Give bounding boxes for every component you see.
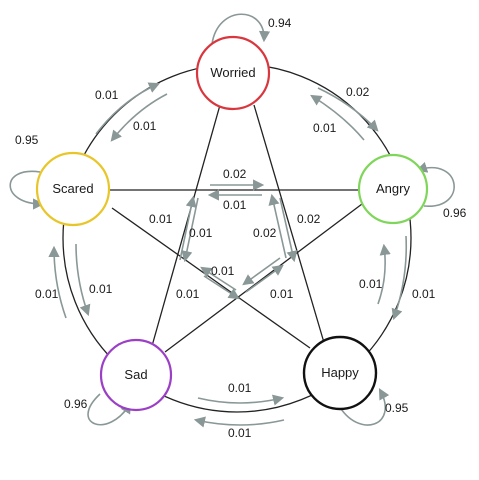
label-angry-to-worried: 0.01 bbox=[313, 121, 337, 135]
arrow-worried-to-angry bbox=[317, 87, 379, 132]
node-sad-circle bbox=[99, 338, 173, 412]
ring-transition-arrows bbox=[48, 82, 408, 428]
label-sad-to-worried: 0.01 bbox=[149, 212, 173, 226]
arrow-angry-to-worried bbox=[310, 94, 365, 141]
state-node-angry[interactable]: Angry bbox=[357, 153, 429, 225]
label-happy-to-worried: 0.02 bbox=[253, 226, 277, 240]
label-scared-to-angry: 0.02 bbox=[223, 167, 247, 181]
self-loop-scared-label: 0.95 bbox=[15, 133, 39, 147]
label-angry-to-happy: 0.01 bbox=[412, 287, 436, 301]
self-loop-labels: 0.94 0.96 0.95 0.96 0.95 bbox=[15, 16, 467, 415]
edge-sad-angry bbox=[164, 203, 363, 353]
arrow-happy-to-worried bbox=[268, 193, 287, 259]
edge-scared-happy bbox=[111, 207, 311, 349]
arrow-scared-to-sad bbox=[75, 243, 91, 317]
arrow-sad-to-angry bbox=[245, 264, 284, 293]
self-loop-angry-label: 0.96 bbox=[443, 206, 467, 220]
label-scared-to-sad: 0.01 bbox=[89, 282, 113, 296]
node-angry-label: Angry bbox=[376, 181, 410, 196]
label-sad-to-happy: 0.01 bbox=[228, 381, 252, 395]
label-happy-to-sad: 0.01 bbox=[228, 426, 252, 440]
state-node-happy[interactable]: Happy bbox=[302, 335, 378, 411]
arrow-angry-to-happy bbox=[391, 235, 408, 321]
node-happy-label: Happy bbox=[321, 365, 359, 380]
label-worried-to-angry: 0.02 bbox=[346, 85, 370, 99]
arrow-worried-to-scared bbox=[110, 93, 168, 142]
label-happy-to-angry: 0.01 bbox=[359, 277, 383, 291]
arrow-sad-to-worried bbox=[179, 195, 197, 261]
arrow-happy-to-angry bbox=[377, 243, 391, 305]
label-worried-to-sad: 0.01 bbox=[189, 226, 213, 240]
label-happy-to-scared: 0.01 bbox=[176, 287, 200, 301]
inner-transition-arrows bbox=[179, 179, 298, 300]
transition-labels: 0.02 0.01 0.01 0.01 0.02 0.01 0.01 0.01 … bbox=[35, 85, 436, 440]
edge-worried-sad bbox=[151, 104, 221, 347]
self-loops bbox=[9, 13, 455, 426]
label-worried-to-scared: 0.01 bbox=[133, 119, 157, 133]
label-sad-to-scared: 0.01 bbox=[35, 287, 59, 301]
arrow-scared-to-worried bbox=[95, 82, 161, 135]
node-angry-circle bbox=[357, 153, 429, 225]
label-scared-to-worried: 0.01 bbox=[95, 88, 119, 102]
arrow-worried-to-happy bbox=[279, 197, 298, 263]
label-sad-to-angry: 0.01 bbox=[270, 287, 294, 301]
node-worried-circle bbox=[195, 35, 271, 111]
label-angry-to-scared: 0.01 bbox=[223, 198, 247, 212]
node-happy-circle bbox=[302, 335, 378, 411]
node-scared-circle bbox=[35, 151, 111, 227]
self-loop-worried-arrow bbox=[211, 13, 271, 45]
state-node-scared[interactable]: Scared bbox=[35, 151, 111, 227]
self-loop-angry-arrow bbox=[415, 161, 455, 207]
arrow-sad-to-scared bbox=[48, 245, 67, 319]
self-loop-happy-label: 0.95 bbox=[385, 401, 409, 415]
self-loop-happy-arrow bbox=[337, 388, 390, 426]
chord-edges bbox=[109, 104, 366, 353]
label-scared-to-happy: 0.01 bbox=[211, 264, 235, 278]
label-worried-to-happy: 0.02 bbox=[297, 212, 321, 226]
self-loop-scared-arrow bbox=[9, 170, 45, 210]
arrow-worried-to-sad bbox=[181, 197, 199, 263]
node-scared-label: Scared bbox=[52, 181, 93, 196]
node-worried-label: Worried bbox=[210, 65, 255, 80]
state-node-worried[interactable]: Worried bbox=[195, 35, 271, 111]
arrow-happy-to-sad bbox=[193, 416, 285, 428]
arrow-sad-to-happy bbox=[197, 394, 285, 406]
arrow-happy-to-scared bbox=[200, 266, 237, 291]
arrow-scared-to-happy bbox=[203, 275, 240, 300]
edge-worried-happy bbox=[253, 104, 326, 347]
self-loop-sad-arrow bbox=[87, 393, 132, 426]
self-loop-worried-label: 0.94 bbox=[268, 16, 292, 30]
arrow-angry-to-sad bbox=[242, 257, 281, 286]
node-sad-label: Sad bbox=[124, 367, 147, 382]
state-node-sad[interactable]: Sad bbox=[99, 338, 173, 412]
self-loop-sad-label: 0.96 bbox=[64, 397, 88, 411]
